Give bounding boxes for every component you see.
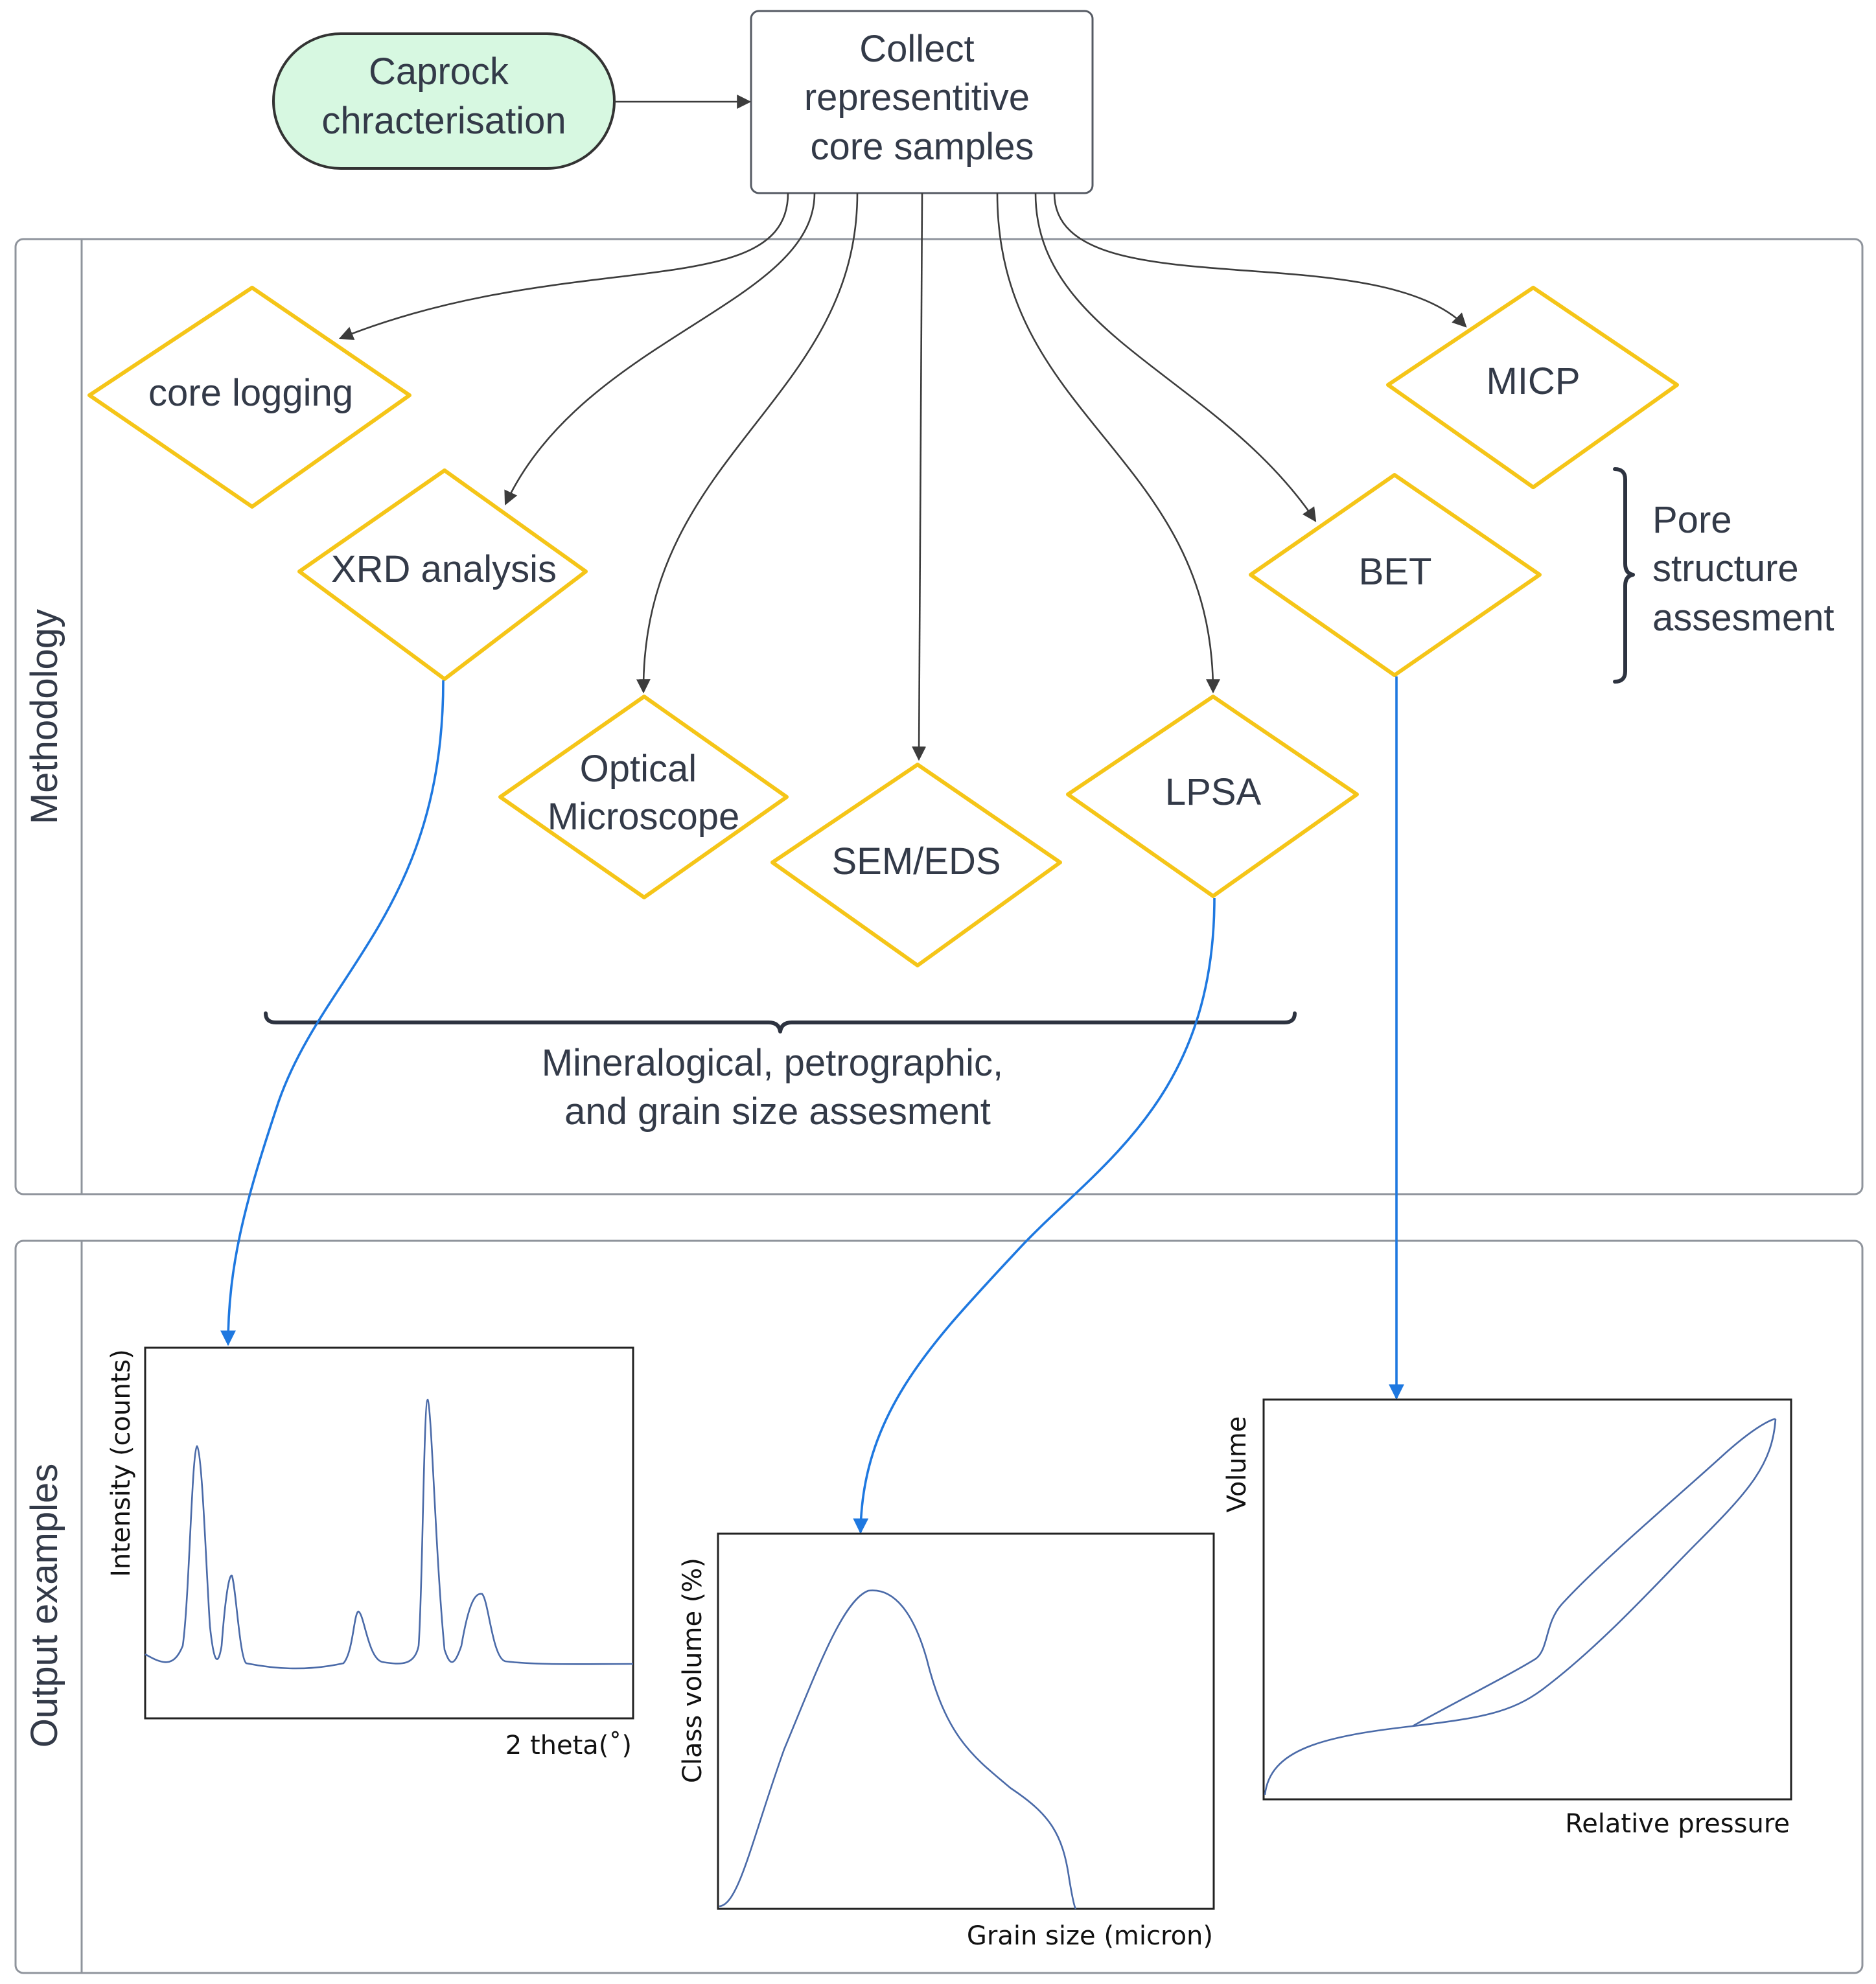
output-lane-label: Output examples bbox=[23, 1464, 65, 1748]
method-optical: Optical Microscope bbox=[498, 695, 789, 899]
svg-text:SEM/EDS: SEM/EDS bbox=[831, 840, 1001, 882]
svg-text:XRD analysis: XRD analysis bbox=[331, 548, 557, 590]
mineral-label-line-2: and grain size assesment bbox=[564, 1090, 991, 1133]
pore-label-line-3: assesment bbox=[1652, 597, 1834, 639]
mineral-label-line-1: Mineralogical, petrographic, bbox=[542, 1042, 1003, 1084]
xrd-curve bbox=[145, 1398, 634, 1670]
svg-text:Collect representitive: Collect representitive core samples bbox=[804, 28, 1040, 168]
xrd-label: XRD analysis bbox=[331, 548, 557, 590]
bet-desorption-curve bbox=[1412, 1418, 1776, 1727]
sem-label: SEM/EDS bbox=[831, 840, 1001, 882]
arrow-to-micp bbox=[1053, 192, 1467, 328]
xrd-xlabel: 2 theta(˚) bbox=[505, 1731, 632, 1760]
bet-output-plot: Volume Relative pressure bbox=[1222, 1398, 1792, 1839]
svg-text:BET: BET bbox=[1359, 551, 1432, 593]
svg-text:Caprock chracterisation: Caprock chracterisation bbox=[321, 51, 566, 142]
mineralogical-brace bbox=[264, 1011, 1297, 1033]
arrow-to-core-logging bbox=[338, 192, 789, 340]
micp-label: MICP bbox=[1487, 360, 1581, 402]
bet-xlabel: Relative pressure bbox=[1565, 1809, 1790, 1839]
flow-arrows bbox=[338, 192, 1467, 761]
arrow-to-optical bbox=[636, 192, 859, 694]
lpsa-curve bbox=[719, 1589, 1077, 1909]
method-sem: SEM/EDS bbox=[770, 763, 1062, 967]
xrd-output-plot: Intensity (counts) 2 theta(˚) bbox=[106, 1346, 634, 1760]
lpsa-label: LPSA bbox=[1165, 771, 1262, 813]
pore-label-line-1: Pore bbox=[1652, 499, 1732, 541]
bet-label: BET bbox=[1359, 551, 1432, 593]
output-lane: Output examples bbox=[14, 1240, 1864, 1974]
arrow-to-sem bbox=[912, 192, 927, 761]
pore-structure-brace bbox=[1613, 467, 1635, 684]
core-logging-label: core logging bbox=[148, 372, 353, 414]
collect-node-line-1: Collect bbox=[859, 28, 974, 70]
svg-text:Pore structure ass: Pore structure assesment bbox=[1652, 499, 1834, 639]
arrow-xrd-to-plot bbox=[220, 680, 445, 1346]
bet-ylabel: Volume bbox=[1222, 1416, 1252, 1513]
arrow-to-lpsa bbox=[996, 192, 1220, 694]
arrow-to-bet bbox=[1034, 192, 1317, 522]
methodology-lane-label: Methodology bbox=[23, 609, 65, 824]
output-arrows bbox=[220, 676, 1404, 1534]
svg-text:Optical Microscope: Optical Microscope bbox=[548, 748, 740, 838]
methodology-lane: Methodology bbox=[14, 238, 1864, 1195]
pore-structure-group: Pore structure assesment bbox=[1613, 467, 1834, 684]
lpsa-output-plot: Class volume (%) Grain size (micron) bbox=[678, 1532, 1215, 1951]
optical-label-line-1: Optical bbox=[580, 748, 697, 790]
caprock-node-line-1: Caprock bbox=[369, 51, 509, 93]
arrow-to-xrd bbox=[504, 192, 816, 505]
xrd-ylabel: Intensity (counts) bbox=[106, 1349, 136, 1577]
svg-text:LPSA: LPSA bbox=[1165, 771, 1262, 813]
caprock-node: Caprock chracterisation bbox=[272, 32, 616, 170]
arrow-lpsa-to-plot bbox=[853, 897, 1216, 1534]
method-core-logging: core logging bbox=[87, 286, 411, 509]
method-xrd: XRD analysis bbox=[297, 468, 588, 681]
collect-node-line-3: core samples bbox=[811, 126, 1034, 168]
method-bet: BET bbox=[1249, 473, 1542, 677]
svg-text:Mineralogical, petrographic,: Mineralogical, petrographic, and grain s… bbox=[542, 1042, 1014, 1133]
lpsa-xlabel: Grain size (micron) bbox=[967, 1921, 1213, 1951]
pore-label-line-2: structure bbox=[1652, 548, 1799, 590]
bet-adsorption-curve bbox=[1264, 1418, 1777, 1795]
collect-node-line-2: representitive bbox=[804, 76, 1030, 119]
caprock-node-line-2: chracterisation bbox=[321, 100, 566, 142]
method-lpsa: LPSA bbox=[1066, 695, 1359, 898]
lpsa-ylabel: Class volume (%) bbox=[678, 1558, 708, 1783]
svg-text:core logging: core logging bbox=[148, 372, 353, 414]
optical-label-line-2: Microscope bbox=[548, 796, 740, 838]
mineralogical-group: Mineralogical, petrographic, and grain s… bbox=[264, 1011, 1297, 1133]
svg-text:MICP: MICP bbox=[1487, 360, 1581, 402]
collect-samples-node: Collect representitive core samples bbox=[750, 10, 1094, 194]
method-micp: MICP bbox=[1386, 286, 1679, 489]
